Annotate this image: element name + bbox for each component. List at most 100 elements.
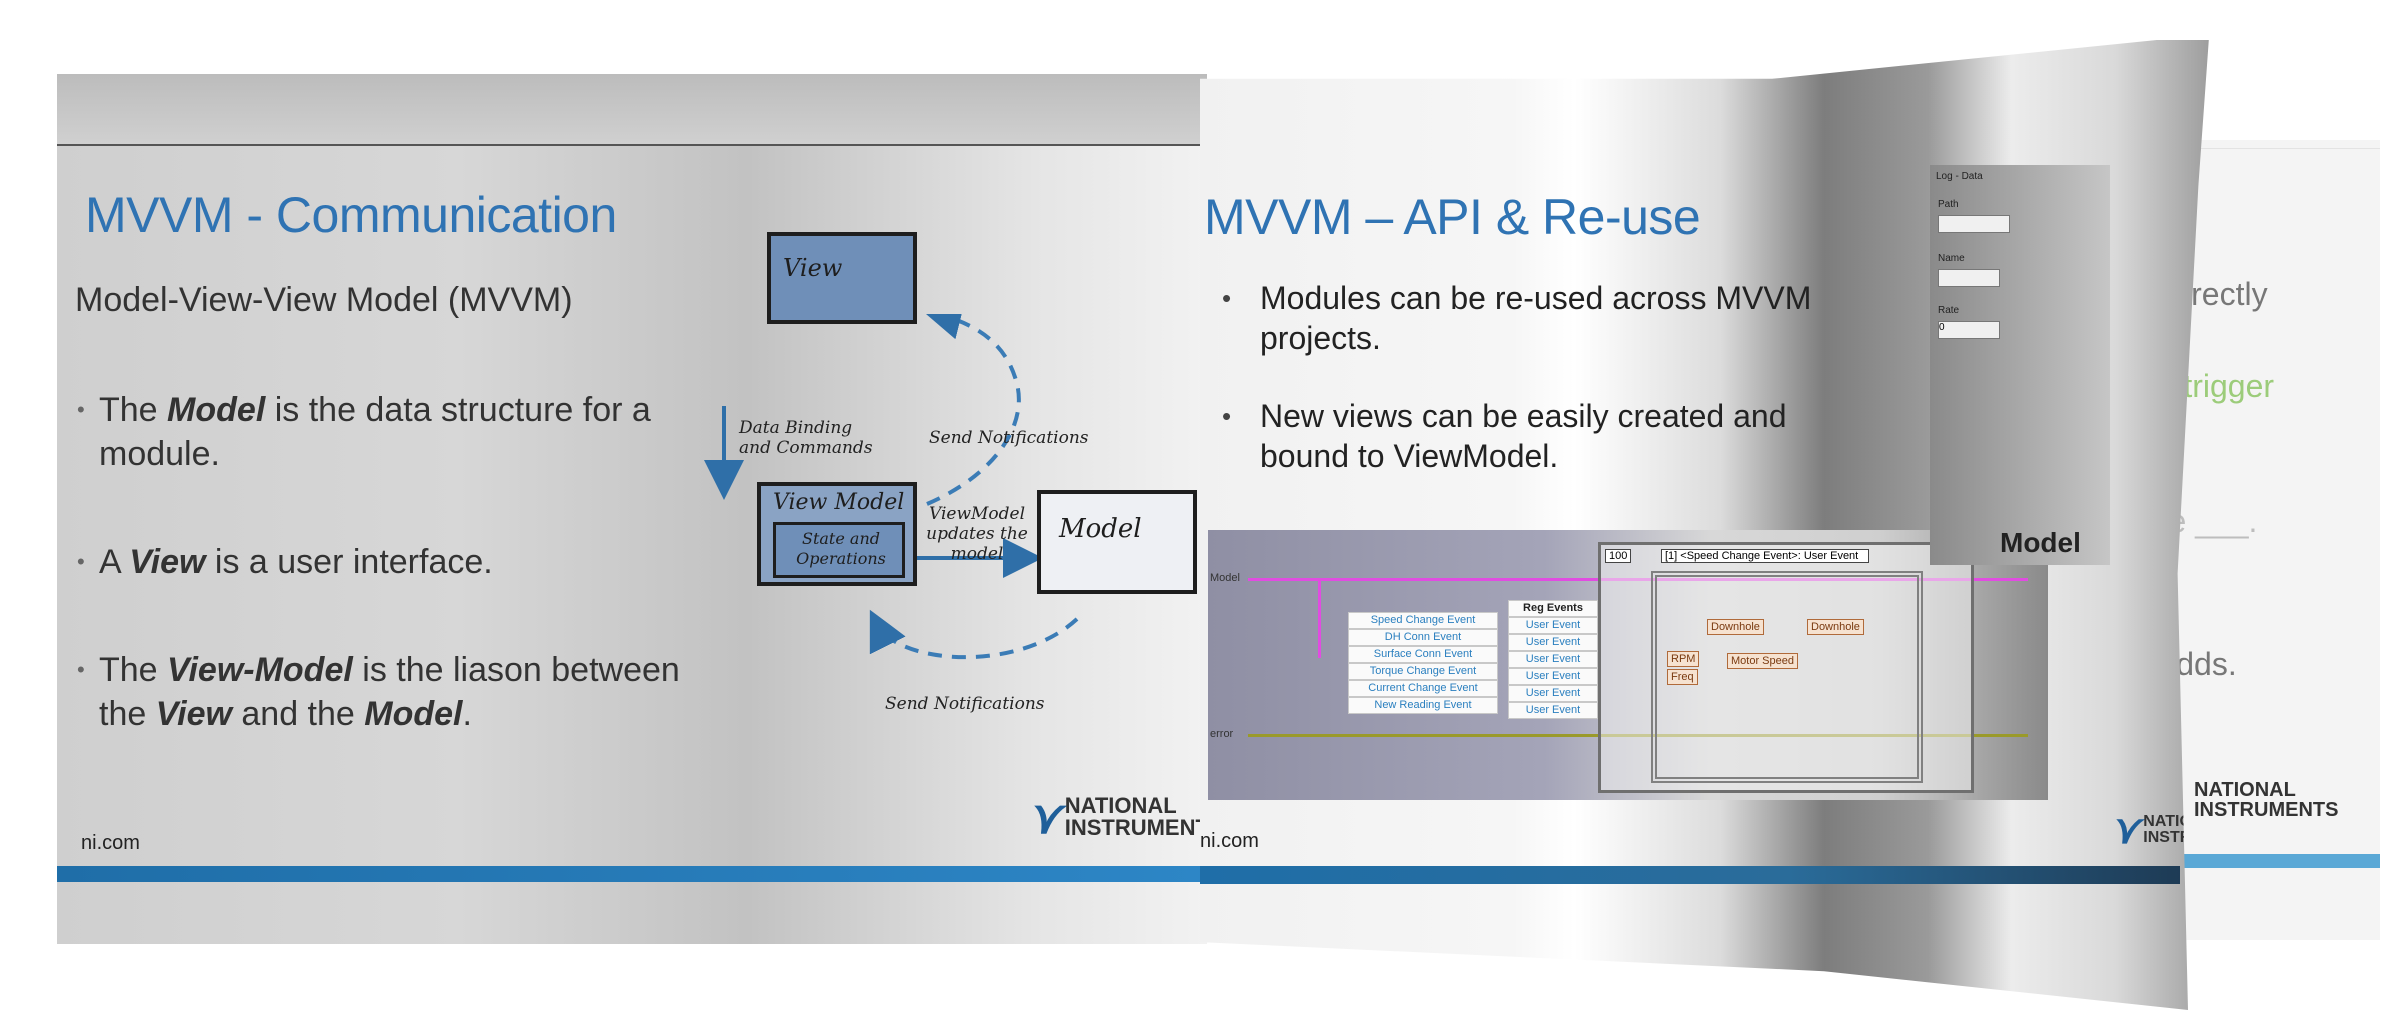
bullet-dot: • (1222, 401, 1232, 431)
labview-block-diagram: Model error Speed Change Event DH Conn E… (1208, 530, 2048, 800)
downhole-node: Downhole (1807, 619, 1864, 635)
rate-field[interactable]: 0 (1938, 321, 2000, 339)
mvvm-diagram: View View Model State and Operations Mod… (697, 232, 1257, 754)
view-box: View (767, 232, 917, 324)
path-label: Path (1938, 199, 1959, 210)
bullet-text: Modules can be re-used across MVVM (1260, 280, 1812, 316)
bullet-text: . (462, 695, 472, 733)
bullet-dot: • (1222, 283, 1232, 313)
event-item: Current Change Event (1348, 680, 1498, 697)
event-item: Torque Change Event (1348, 663, 1498, 680)
bullet-text: is a user interface. (205, 543, 493, 581)
event-item: DH Conn Event (1348, 629, 1498, 646)
bullet-text: A (99, 543, 130, 581)
bullet-view: • A View is a user interface. (77, 540, 493, 584)
notify-viewmodel-arrow (869, 609, 1079, 660)
logo-line1: NATIONAL (1064, 793, 1177, 818)
reg-events-header: Reg Events (1508, 600, 1598, 617)
slide-bottom-bar (57, 866, 1207, 882)
name-label: Name (1938, 253, 1965, 264)
slide-title: MVVM - Communication (85, 187, 617, 243)
event-item: Surface Conn Event (1348, 646, 1498, 663)
bullet-emphasis: View (155, 695, 232, 733)
event-structure: Downhole Downhole RPM Freq Motor Speed (1651, 571, 1923, 783)
bullet-text: New views can be easily created and (1260, 398, 1787, 434)
bullet-text: The (99, 651, 168, 689)
bullet-text-line2: bound to ViewModel. (1260, 438, 1559, 474)
footer-url: ni.com (1200, 830, 1259, 852)
while-loop-frame: 100 [1] <Speed Change Event>: User Event… (1598, 542, 1974, 793)
ni-logo: ⋎ NATIONAL INSTRUMENTS (1027, 794, 1224, 840)
ni-eagle-icon: ⋎ (1027, 791, 1061, 843)
user-event-item: User Event (1508, 668, 1598, 685)
state-label: State and Operations (796, 529, 886, 568)
event-cluster-list: Speed Change Event DH Conn Event Surface… (1348, 612, 1498, 714)
bullet-dot: • (77, 657, 85, 682)
model-box: Model (1037, 490, 1197, 594)
bullet-text-line2: the (99, 695, 156, 733)
slide-title: MVVM – API & Re-use (1204, 189, 1701, 245)
binding-label: Data Binding and Commands (739, 418, 873, 458)
bullet-emphasis: Model (167, 391, 266, 429)
slide-subtitle: Model-View-View Model (MVVM) (75, 281, 573, 319)
user-event-item: User Event (1508, 702, 1598, 719)
bullet-text: is the data structure for a (265, 391, 651, 429)
bullet-reuse: • Modules can be re-used across MVVM pro… (1222, 278, 1812, 358)
bullet-model: • The Model is the data structure for a … (77, 388, 651, 476)
bullet-text: is the liason between (352, 651, 680, 689)
timeout-constant: 100 (1605, 549, 1632, 563)
back-logo-line1: NATIONAL (2194, 779, 2296, 801)
model-branch-wire (1318, 578, 1321, 658)
event-item: New Reading Event (1348, 697, 1498, 714)
viewmodel-box: View Model State and Operations (757, 482, 917, 586)
bullet-text: The (99, 391, 168, 429)
bullet-text: and the (231, 695, 365, 733)
viewmodel-label: View Model (773, 490, 905, 515)
freq-node: Freq (1667, 669, 1698, 685)
event-item: Speed Change Event (1348, 612, 1498, 629)
rpm-node: RPM (1667, 651, 1700, 667)
bullet-viewmodel: • The View-Model is the liason between t… (77, 648, 680, 736)
user-event-item: User Event (1508, 685, 1598, 702)
name-field[interactable] (1938, 269, 2000, 287)
diagram-arrows (704, 314, 1079, 660)
viewmodel-updates-label: ViewModel updates the model (926, 504, 1028, 564)
bullet-emphasis: View (129, 543, 206, 581)
notify-view-arrow (921, 314, 1021, 506)
bullet-emphasis: Model (364, 695, 463, 733)
user-event-item: User Event (1508, 617, 1598, 634)
bullet-text-line2: projects. (1260, 320, 1381, 356)
send-notifications-bottom-label: Send Notifications (885, 694, 1045, 714)
path-field[interactable] (1938, 215, 2010, 233)
error-terminal-label: error (1210, 728, 1234, 740)
logo-line2: INSTRUMENTS (1064, 815, 1224, 840)
slide-header-band (57, 74, 1207, 144)
bullet-new-views: • New views can be easily created and bo… (1222, 396, 1787, 476)
send-notifications-top-label: Send Notifications (929, 428, 1089, 448)
left-slide: MVVM - Communication Model-View-View Mod… (57, 74, 1224, 944)
footer-url: ni.com (81, 832, 140, 854)
motor-speed-node: Motor Speed (1727, 653, 1798, 669)
ni-eagle-icon: ⋎ (2110, 808, 2140, 852)
back-ni-logo: NATIONAL INSTRUMENTS (2190, 780, 2338, 820)
view-label: View (783, 254, 843, 282)
panel-title: Log - Data (1936, 171, 1983, 182)
bullet-emphasis: View-Model (167, 651, 353, 689)
front-panel-thumbnail: Log - Data Path Name Rate 0 Model (1930, 165, 2110, 565)
model-caption: Model (2000, 527, 2081, 558)
model-terminal-label: Model (1210, 572, 1240, 584)
back-logo-line2: INSTRUMENTS (2194, 799, 2339, 821)
model-label: Model (1059, 514, 1142, 544)
slide-header-rule (57, 144, 1207, 146)
bullet-dot: • (77, 397, 85, 422)
reg-events-node: Reg Events User Event User Event User Ev… (1508, 600, 1598, 719)
state-box: State and Operations (773, 522, 905, 578)
user-event-item: User Event (1508, 651, 1598, 668)
slide-bottom-bar (1200, 866, 2180, 884)
event-case-selector: [1] <Speed Change Event>: User Event (1661, 549, 1869, 563)
rate-label: Rate (1938, 305, 1960, 316)
bullet-text-line2: module. (99, 435, 220, 473)
bullet-dot: • (77, 549, 85, 574)
user-event-item: User Event (1508, 634, 1598, 651)
